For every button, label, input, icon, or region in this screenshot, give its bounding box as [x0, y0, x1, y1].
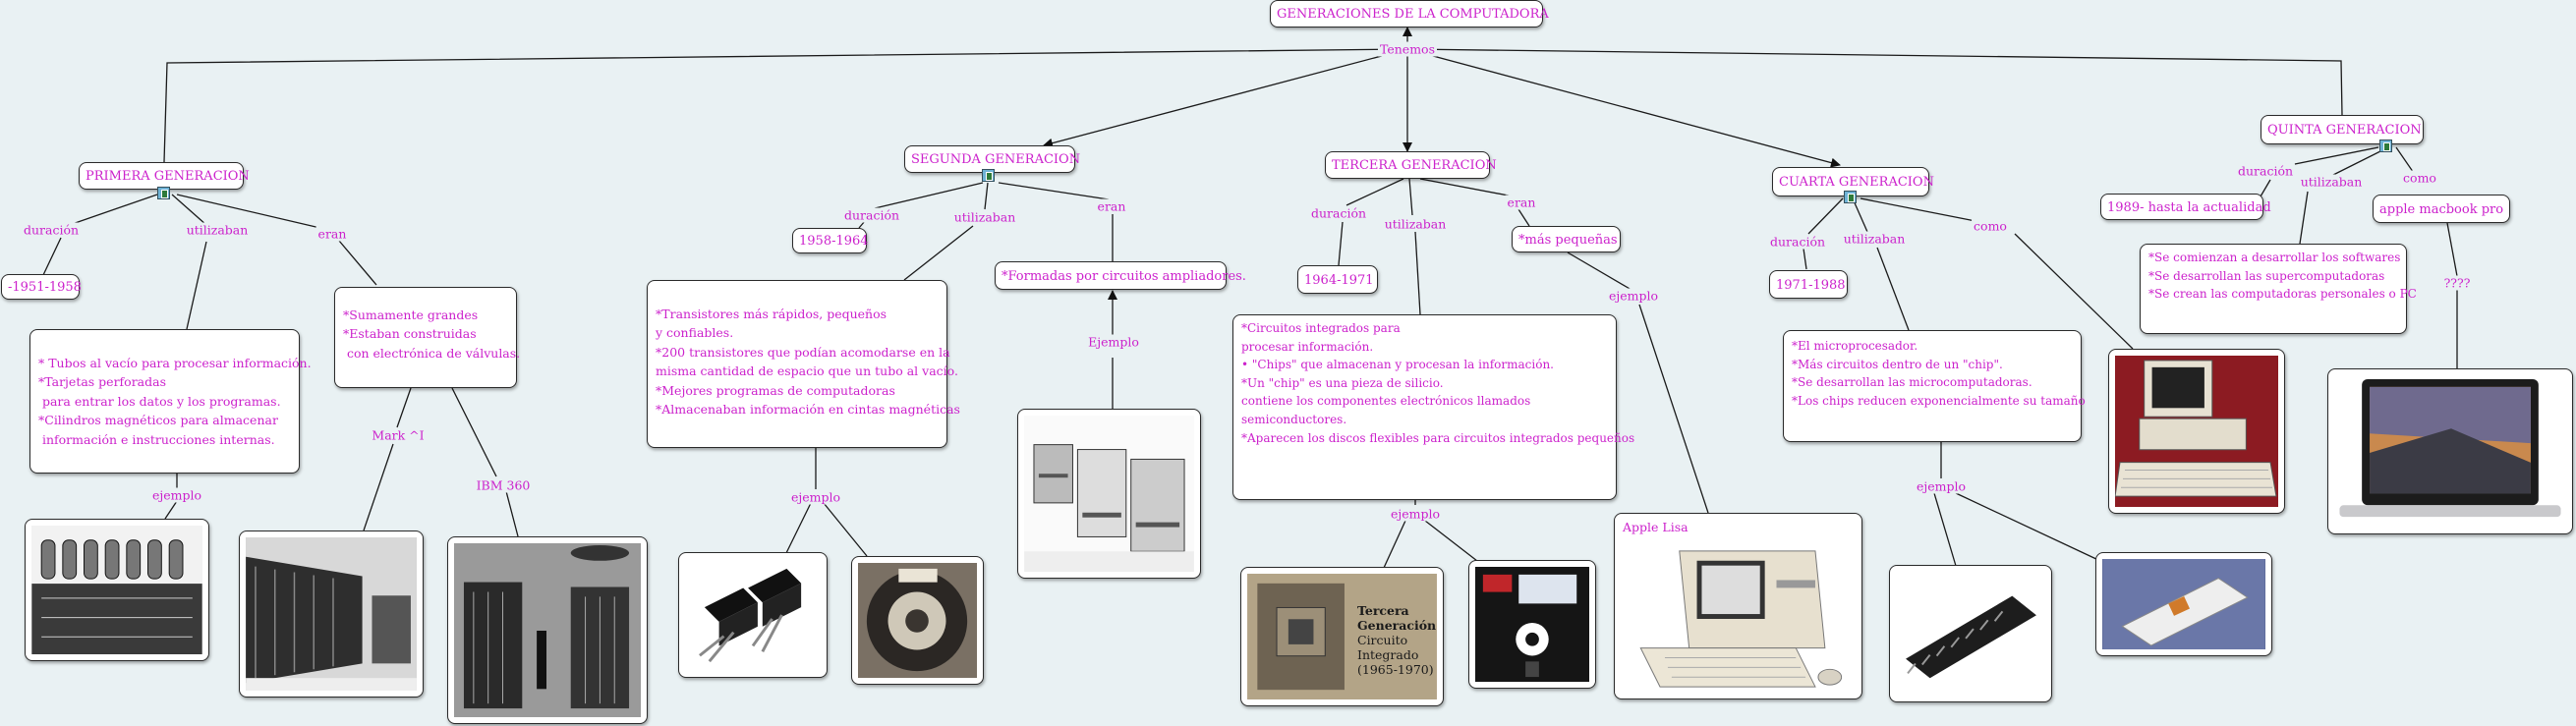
macbook-pro-icon — [2334, 375, 2566, 528]
used-g3-node[interactable]: *Circuitos integrados para procesar info… — [1232, 314, 1617, 500]
duration-g2-node[interactable]: 1958-1964 — [792, 228, 867, 253]
link-como-g5: como — [2401, 171, 2438, 186]
duration-g1-node[interactable]: -1951-1958 — [1, 274, 80, 300]
link-duracion-g2: duración — [842, 208, 901, 223]
photo-ibm-360[interactable] — [447, 536, 648, 724]
photo-amplifier-computer[interactable] — [1017, 409, 1201, 579]
attachment-icon[interactable] — [1844, 191, 1857, 203]
attachment-icon[interactable] — [2379, 140, 2392, 152]
were-g2-node[interactable]: *Formadas por circuitos ampliadores. — [995, 261, 1227, 290]
photo-microprocessor[interactable] — [1889, 565, 2052, 702]
transistor-icon — [685, 559, 821, 671]
link-mark: Mark ^I — [370, 428, 426, 443]
photo-transistors[interactable] — [678, 552, 828, 678]
amplifier-computers-icon — [1024, 416, 1194, 572]
link-eran-g2: eran — [1096, 199, 1128, 214]
photo-macbook-pro[interactable] — [2327, 368, 2573, 534]
chip-icon — [2102, 559, 2265, 649]
link-ejemplo-g4: ejemplo — [1915, 479, 1968, 494]
main-title-node[interactable]: GENERACIONES DE LA COMPUTADORA — [1270, 0, 1543, 28]
ibm-360-room-icon — [454, 543, 641, 717]
tercera-generacion-node[interactable]: TERCERA GENERACION — [1325, 151, 1490, 179]
quinta-generacion-node[interactable]: QUINTA GENERACION — [2261, 115, 2424, 144]
link-ejemplo2-g2: Ejemplo — [1086, 335, 1141, 350]
primera-generacion-node[interactable]: PRIMERA GENERACION — [79, 162, 244, 190]
link-utilizaban-g1: utilizaban — [185, 223, 251, 238]
duration-g4-node[interactable]: 1971-1988 — [1769, 270, 1848, 299]
link-ejemplo2-g3: ejemplo — [1607, 289, 1660, 304]
link-duracion-g4: duración — [1768, 235, 1827, 250]
photo-integrated-circuit[interactable]: Tercera Generación: Circuito Integrado (… — [1240, 567, 1444, 706]
attachment-icon[interactable] — [157, 187, 170, 199]
caption-line: (1965-1970) — [1357, 662, 1437, 677]
link-ejemplo-g1: ejemplo — [150, 488, 203, 503]
were-g1-node[interactable]: *Sumamente grandes *Estaban construidas … — [334, 287, 517, 388]
duration-g5-node[interactable]: 1989- hasta la actualidad — [2100, 194, 2263, 220]
photo-pc-computer[interactable] — [2108, 349, 2285, 514]
used-g4-node[interactable]: *El microprocesador. *Más circuitos dent… — [1783, 330, 2082, 442]
link-como-g4: como — [1972, 219, 2009, 234]
apple-lisa-icon — [1621, 541, 1856, 693]
photo-caption-lines: Tercera Generación: Circuito Integrado (… — [1357, 603, 1437, 677]
link-eran-g3: eran — [1506, 195, 1538, 210]
link-duracion-g5: duración — [2236, 164, 2295, 179]
link-ibm: IBM 360 — [475, 478, 533, 493]
duration-g3-node[interactable]: 1964-1971 — [1297, 265, 1378, 294]
caption-line: Generación: — [1357, 618, 1437, 633]
caption-line: Tercera — [1357, 603, 1437, 618]
tape-reel-icon — [858, 563, 977, 678]
link-utilizaban-g4: utilizaban — [1842, 232, 1908, 247]
link-utilizaban-g2: utilizaban — [952, 210, 1018, 225]
used-g1-node[interactable]: * Tubos al vacío para procesar informaci… — [29, 329, 300, 474]
vacuum-tubes-icon — [31, 526, 202, 654]
link-duracion-g3: duración — [1309, 206, 1368, 221]
used-g2-node[interactable]: *Transistores más rápidos, pequeños y co… — [647, 280, 947, 448]
link-ejemplo-g2: ejemplo — [789, 490, 842, 505]
used-g5-node[interactable]: *Se comienzan a desarrollar los software… — [2140, 244, 2407, 334]
photo-vacuum-tubes[interactable] — [25, 519, 209, 661]
photo-mark-1[interactable] — [239, 531, 424, 698]
personal-computer-icon — [2115, 356, 2278, 507]
link-ejemplo-g3: ejemplo — [1389, 507, 1442, 522]
mark-1-computer-icon — [246, 537, 417, 691]
link-eran-g1: eran — [316, 227, 349, 242]
photo-magnetic-tape[interactable] — [851, 556, 984, 685]
apple-lisa-caption: Apple Lisa — [1623, 520, 1689, 534]
link-unknown-g5: ???? — [2442, 276, 2473, 291]
link-tenemos: Tenemos — [1378, 42, 1437, 57]
photo-apple-lisa[interactable]: Apple Lisa — [1614, 513, 1862, 699]
microprocessor-chip-icon — [1896, 572, 2045, 696]
like-g5-node[interactable]: apple macbook pro — [2373, 195, 2510, 223]
photo-chip[interactable] — [2095, 552, 2272, 656]
floppy-disk-icon — [1475, 567, 1589, 682]
photo-floppy-disk[interactable] — [1468, 560, 1596, 689]
link-utilizaban-g3: utilizaban — [1383, 217, 1449, 232]
attachment-icon[interactable] — [982, 169, 995, 182]
link-utilizaban-g5: utilizaban — [2299, 175, 2365, 190]
link-duracion-g1: duración — [22, 223, 81, 238]
caption-line: Integrado — [1357, 647, 1437, 662]
caption-line: Circuito — [1357, 633, 1437, 647]
were-g3-node[interactable]: *más pequeñas — [1512, 226, 1621, 252]
